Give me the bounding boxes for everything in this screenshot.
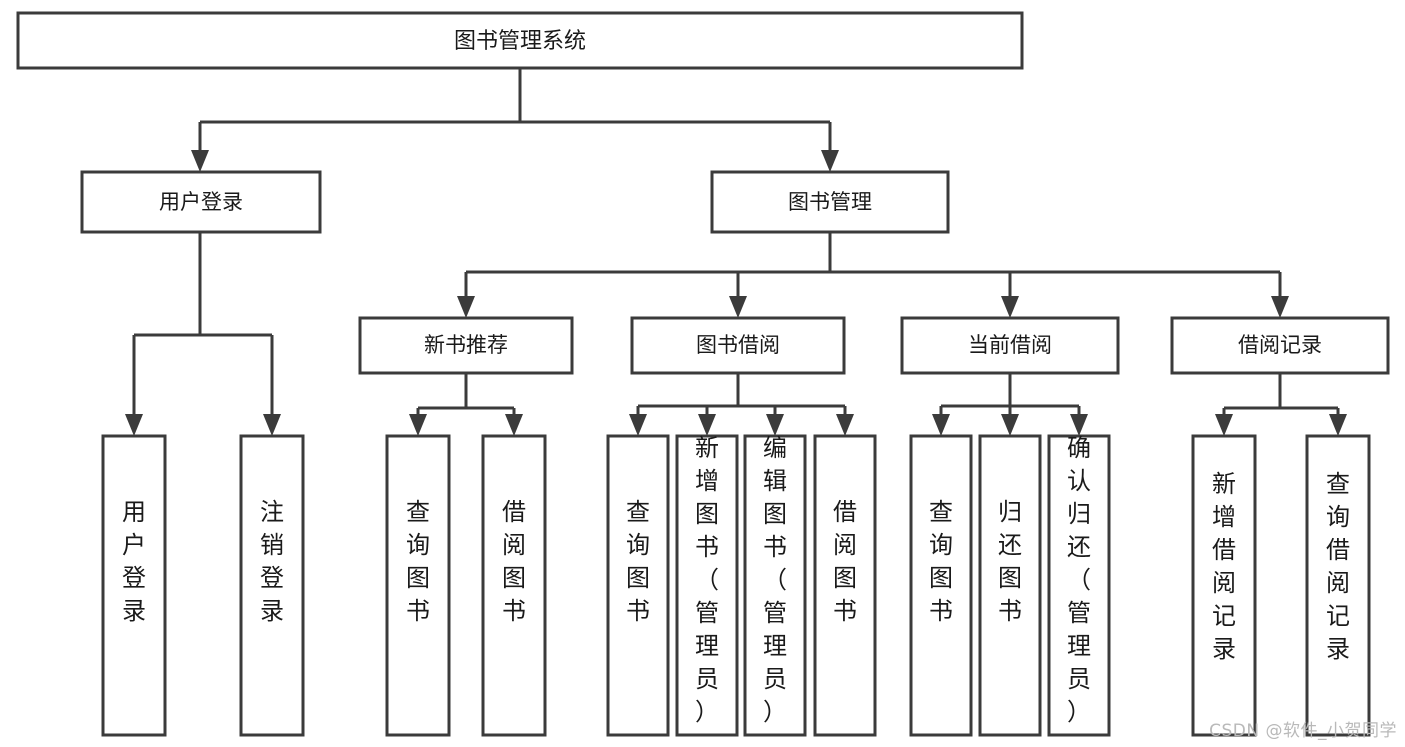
leaf-currentborrow-confirm[interactable]: 确认归还（管理员） [1047, 434, 1111, 737]
arrowhead-bookborrow-leaf4 [836, 414, 854, 436]
leaf-newbook-borrow-label: 借阅图书 [502, 498, 526, 625]
arrowhead-newbook-leaf1 [409, 414, 427, 436]
leaf-bookborrow-edit-label: 编辑图书（管理员） [763, 434, 787, 726]
leaf-bookborrow-borrow[interactable]: 借阅图书 [813, 434, 877, 737]
leaf-user-login-login[interactable]: 用户登录 [101, 434, 167, 737]
arrowhead-bookborrow-leaf3 [766, 414, 784, 436]
node-user-login-box[interactable] [80, 170, 322, 234]
node-current-borrow-box[interactable] [900, 316, 1120, 375]
leaf-records-query-label: 查询借阅记录 [1326, 470, 1350, 663]
leaf-currentborrow-confirm-box[interactable] [1047, 434, 1111, 737]
arrowhead-user-login [191, 150, 209, 172]
leaf-user-login-login-box[interactable] [101, 434, 167, 737]
arrowhead-userlogin-leaf1 [125, 414, 143, 436]
leaf-bookborrow-query-label: 查询图书 [626, 498, 650, 625]
node-book-borrow-label: 图书借阅 [696, 333, 780, 357]
leaf-currentborrow-query-label: 查询图书 [929, 498, 953, 625]
node-new-book-recommend-box[interactable] [358, 316, 574, 375]
leaf-currentborrow-query[interactable]: 查询图书 [909, 434, 973, 737]
leaf-currentborrow-return-box[interactable] [978, 434, 1042, 737]
leaf-bookborrow-query-box[interactable] [606, 434, 670, 737]
arrowhead-book-mgmt [821, 150, 839, 172]
leaf-currentborrow-return-label: 归还图书 [998, 498, 1022, 625]
arrowhead-book-borrow [729, 296, 747, 318]
node-new-book-recommend[interactable]: 新书推荐 [358, 316, 574, 375]
csdn-watermark: CSDN @软件_小贺同学 [1209, 721, 1397, 741]
arrowhead-currentborrow-leaf2 [1001, 414, 1019, 436]
leaf-newbook-borrow[interactable]: 借阅图书 [481, 434, 547, 737]
leaf-bookborrow-edit-box[interactable] [743, 434, 807, 737]
node-book-management-box[interactable] [710, 170, 950, 234]
node-root[interactable]: 图书管理系统 [16, 11, 1024, 70]
leaf-user-login-login-label: 用户登录 [122, 498, 146, 625]
leaf-newbook-query-box[interactable] [385, 434, 451, 737]
connectors-layer [125, 68, 1347, 436]
leaf-bookborrow-borrow-box[interactable] [813, 434, 877, 737]
node-user-login-label: 用户登录 [159, 190, 243, 214]
node-book-management[interactable]: 图书管理 [710, 170, 950, 234]
leaf-bookborrow-add-label: 新增图书（管理员） [695, 434, 719, 726]
leaf-user-login-logout-box[interactable] [239, 434, 305, 737]
leaf-bookborrow-query[interactable]: 查询图书 [606, 434, 670, 737]
leaf-records-add[interactable]: 新增借阅记录 [1191, 434, 1257, 737]
arrowhead-records-leaf1 [1215, 414, 1233, 436]
node-user-login[interactable]: 用户登录 [80, 170, 322, 234]
leaf-currentborrow-query-box[interactable] [909, 434, 973, 737]
node-new-book-recommend-label: 新书推荐 [424, 333, 508, 357]
node-borrow-records[interactable]: 借阅记录 [1170, 316, 1390, 375]
node-book-borrow-box[interactable] [630, 316, 846, 375]
node-book-borrow[interactable]: 图书借阅 [630, 316, 846, 375]
leaf-bookborrow-add[interactable]: 新增图书（管理员） [675, 434, 739, 737]
arrowhead-borrow-records [1271, 296, 1289, 318]
leaf-newbook-borrow-box[interactable] [481, 434, 547, 737]
leaf-records-add-label: 新增借阅记录 [1212, 470, 1236, 663]
leaf-user-login-logout-label: 注销登录 [260, 498, 284, 625]
node-current-borrow[interactable]: 当前借阅 [900, 316, 1120, 375]
arrowhead-new-book [457, 296, 475, 318]
arrowhead-bookborrow-leaf2 [698, 414, 716, 436]
node-borrow-records-label: 借阅记录 [1238, 333, 1322, 357]
arrowhead-currentborrow-leaf1 [932, 414, 950, 436]
leaf-bookborrow-borrow-label: 借阅图书 [833, 498, 857, 625]
arrowhead-current-borrow [1001, 296, 1019, 318]
leaf-bookborrow-add-box[interactable] [675, 434, 739, 737]
leaf-records-query[interactable]: 查询借阅记录 [1305, 434, 1371, 737]
node-root-box[interactable] [16, 11, 1024, 70]
arrowhead-userlogin-leaf2 [263, 414, 281, 436]
leaf-currentborrow-confirm-label: 确认归还（管理员） [1067, 434, 1091, 726]
leaf-user-login-logout[interactable]: 注销登录 [239, 434, 305, 737]
node-borrow-records-box[interactable] [1170, 316, 1390, 375]
arrowhead-newbook-leaf2 [505, 414, 523, 436]
arrowhead-bookborrow-leaf1 [629, 414, 647, 436]
node-root-label: 图书管理系统 [454, 29, 586, 54]
leaf-bookborrow-edit[interactable]: 编辑图书（管理员） [743, 434, 807, 737]
node-current-borrow-label: 当前借阅 [968, 333, 1052, 357]
arrowhead-records-leaf2 [1329, 414, 1347, 436]
leaf-newbook-query-label: 查询图书 [406, 498, 430, 625]
node-book-management-label: 图书管理 [788, 190, 872, 214]
leaf-records-add-box[interactable] [1191, 434, 1257, 737]
arrowhead-currentborrow-leaf3 [1070, 414, 1088, 436]
leaf-currentborrow-return[interactable]: 归还图书 [978, 434, 1042, 737]
leaf-records-query-box[interactable] [1305, 434, 1371, 737]
leaf-newbook-query[interactable]: 查询图书 [385, 434, 451, 737]
